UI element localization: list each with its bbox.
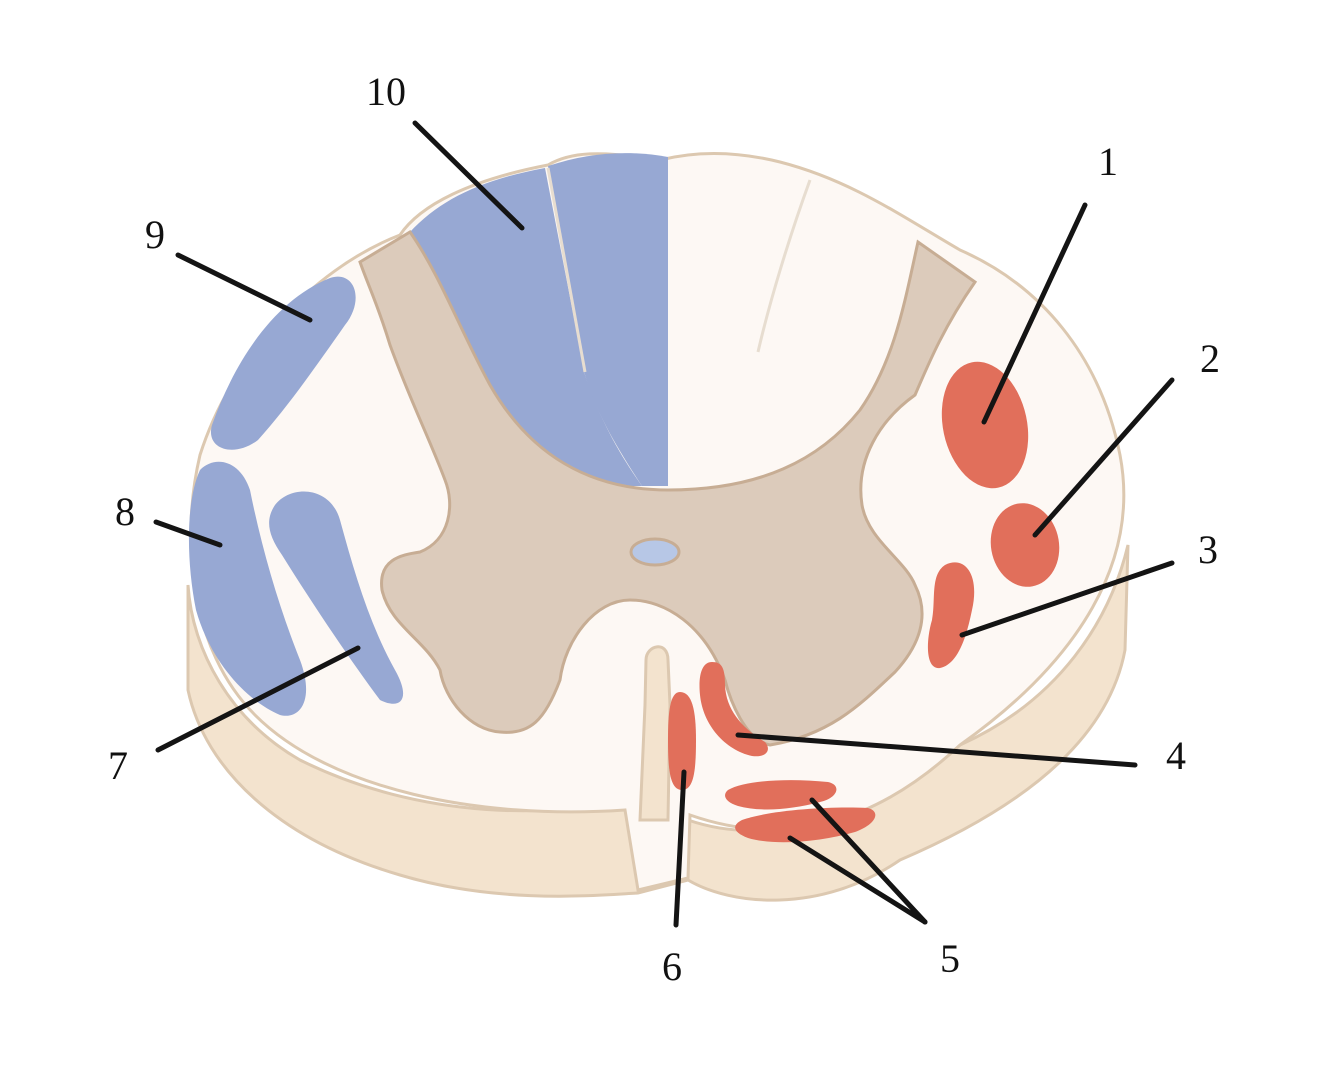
label-7: 7 xyxy=(108,743,128,788)
label-3: 3 xyxy=(1198,527,1218,572)
anterior-median-fissure xyxy=(640,647,670,820)
label-8: 8 xyxy=(115,489,135,534)
label-5: 5 xyxy=(940,936,960,981)
label-6: 6 xyxy=(662,944,682,989)
label-1: 1 xyxy=(1098,139,1118,184)
label-9: 9 xyxy=(145,212,165,257)
leader-line-9 xyxy=(178,255,310,320)
label-2: 2 xyxy=(1200,336,1220,381)
central-canal xyxy=(631,539,679,565)
label-10: 10 xyxy=(366,69,406,114)
label-4: 4 xyxy=(1166,733,1186,778)
